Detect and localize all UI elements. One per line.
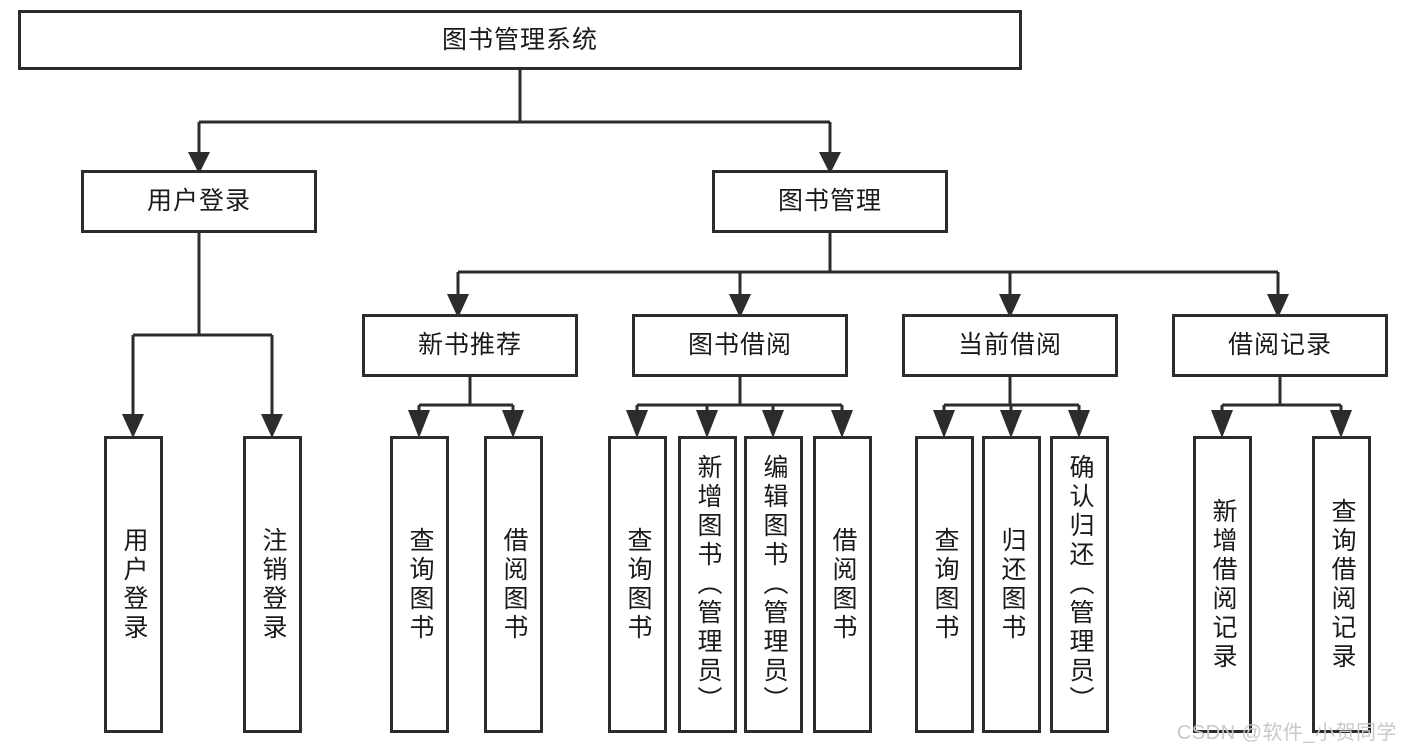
node-leaf-user-logout[interactable]: 注销登录 [243, 436, 302, 733]
arrow-icon-to-leaf-borrow-book-1 [502, 410, 524, 438]
node-root-label: 图书管理系统 [441, 25, 598, 54]
node-leaf-add-book-label: 新增图书（管理员） [694, 454, 722, 715]
node-leaf-add-record[interactable]: 新增借阅记录 [1193, 436, 1252, 733]
node-leaf-return-book[interactable]: 归还图书 [982, 436, 1041, 733]
node-leaf-confirm-return-label: 确认归还（管理员） [1066, 454, 1094, 715]
arrow-icon-to-leaf-query-record [1330, 410, 1352, 438]
node-current-borrow-label: 当前借阅 [957, 331, 1062, 359]
node-leaf-query-book-1[interactable]: 查询图书 [390, 436, 449, 733]
node-book-management[interactable]: 图书管理 [712, 170, 948, 233]
node-leaf-user-logout-label: 注销登录 [259, 526, 287, 643]
arrow-icon-to-book-management [819, 152, 841, 174]
node-current-borrow[interactable]: 当前借阅 [902, 314, 1118, 377]
node-borrow-record[interactable]: 借阅记录 [1172, 314, 1388, 377]
node-leaf-edit-book-label: 编辑图书（管理员） [760, 454, 788, 715]
arrow-icon-to-leaf-confirm-return [1068, 410, 1090, 438]
node-leaf-user-login-label: 用户登录 [120, 526, 148, 643]
arrow-icon-to-leaf-query-book-3 [933, 410, 955, 438]
node-user-login[interactable]: 用户登录 [81, 170, 317, 233]
node-leaf-borrow-book-1[interactable]: 借阅图书 [484, 436, 543, 733]
arrow-icon-to-leaf-user-logout [261, 414, 283, 438]
arrow-icon-to-leaf-user-login [122, 414, 144, 438]
node-leaf-borrow-book-2[interactable]: 借阅图书 [813, 436, 872, 733]
watermark: CSDN @软件_小贺同学 [1176, 722, 1397, 744]
arrow-icon-to-current-borrow [999, 294, 1021, 318]
node-leaf-add-record-label: 新增借阅记录 [1209, 497, 1237, 672]
arrow-icon-to-borrow-record [1267, 294, 1289, 318]
node-leaf-edit-book[interactable]: 编辑图书（管理员） [744, 436, 803, 733]
node-leaf-query-record[interactable]: 查询借阅记录 [1312, 436, 1371, 733]
node-new-book-recommend-label: 新书推荐 [417, 331, 522, 359]
node-root[interactable]: 图书管理系统 [18, 10, 1022, 70]
node-leaf-add-book[interactable]: 新增图书（管理员） [678, 436, 737, 733]
arrow-icon-to-new-book-recommend [447, 294, 469, 318]
arrow-icon-to-leaf-query-book-2 [626, 410, 648, 438]
node-new-book-recommend[interactable]: 新书推荐 [362, 314, 578, 377]
node-leaf-query-book-3-label: 查询图书 [931, 526, 959, 643]
node-leaf-query-book-3[interactable]: 查询图书 [915, 436, 974, 733]
node-leaf-borrow-book-2-label: 借阅图书 [829, 526, 857, 643]
arrow-icon-to-leaf-edit-book [762, 410, 784, 438]
arrow-heads [122, 152, 1352, 438]
node-leaf-user-login[interactable]: 用户登录 [104, 436, 163, 733]
node-leaf-query-record-label: 查询借阅记录 [1328, 497, 1356, 672]
arrow-icon-to-user-login [188, 152, 210, 174]
node-leaf-borrow-book-1-label: 借阅图书 [500, 526, 528, 643]
node-leaf-query-book-2-label: 查询图书 [624, 526, 652, 643]
node-borrow-record-label: 借阅记录 [1227, 331, 1332, 359]
arrow-icon-to-leaf-query-book-1 [408, 410, 430, 438]
arrow-icon-to-leaf-add-book [696, 410, 718, 438]
arrow-icon-to-leaf-borrow-book-2 [831, 410, 853, 438]
arrow-icon-to-leaf-add-record [1211, 410, 1233, 438]
node-leaf-query-book-1-label: 查询图书 [406, 526, 434, 643]
node-leaf-return-book-label: 归还图书 [998, 526, 1026, 643]
arrow-icon-to-leaf-return-book [1000, 410, 1022, 438]
node-book-borrow[interactable]: 图书借阅 [632, 314, 848, 377]
arrow-icon-to-book-borrow [729, 294, 751, 318]
node-leaf-query-book-2[interactable]: 查询图书 [608, 436, 667, 733]
node-book-borrow-label: 图书借阅 [687, 331, 792, 359]
node-leaf-confirm-return[interactable]: 确认归还（管理员） [1050, 436, 1109, 733]
node-book-management-label: 图书管理 [777, 187, 882, 215]
node-user-login-label: 用户登录 [146, 187, 251, 215]
